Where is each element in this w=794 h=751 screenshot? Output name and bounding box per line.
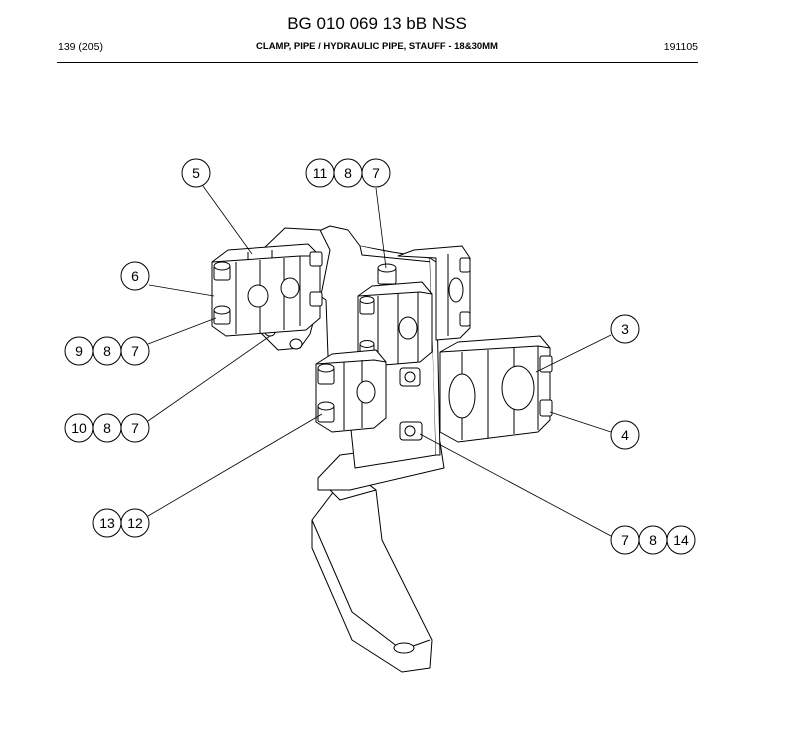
callout-label: 11	[313, 165, 328, 181]
callout-label: 7	[372, 165, 380, 181]
callout-3: 3	[610, 314, 640, 344]
plate-bolts	[399, 367, 423, 441]
callout-13-12: 13 12	[92, 508, 150, 538]
clamp-middle	[357, 263, 433, 367]
document-date: 191105	[663, 41, 698, 53]
clamp-lower-left	[315, 349, 387, 433]
callout-label: 12	[127, 515, 143, 531]
callout-7-8-14: 7 8 14	[610, 525, 696, 555]
callout-label: 5	[192, 165, 200, 181]
callout-label: 14	[673, 532, 689, 548]
document-title: BG 010 069 13 bB NSS	[287, 14, 467, 33]
callout-5: 5	[181, 158, 211, 188]
callout-10-8-7: 10 8 7	[64, 413, 150, 443]
callout-label: 6	[131, 268, 139, 284]
clamp-upper-left	[211, 243, 323, 337]
callout-6: 6	[120, 261, 150, 291]
callout-label: 10	[71, 420, 87, 436]
callout-label: 8	[344, 165, 352, 181]
callout-label: 9	[75, 343, 83, 359]
callout-label: 7	[131, 343, 139, 359]
callout-label: 8	[649, 532, 657, 548]
callout-label: 7	[131, 420, 139, 436]
leader-lines	[147, 185, 612, 537]
page-number: 139 (205)	[58, 41, 103, 53]
callout-11-8-7: 11 8 7	[305, 158, 391, 188]
header-rule	[57, 62, 698, 63]
clamp-large	[439, 335, 553, 443]
callout-label: 8	[103, 343, 111, 359]
callout-9-8-7: 9 8 7	[64, 336, 150, 366]
callout-label: 13	[99, 515, 115, 531]
clamp-upper-right	[397, 245, 471, 341]
callout-4: 4	[610, 420, 640, 450]
callout-label: 3	[621, 321, 629, 337]
callout-label: 7	[621, 532, 629, 548]
callout-label: 4	[621, 427, 629, 443]
part-description: CLAMP, PIPE / HYDRAULIC PIPE, STAUFF - 1…	[256, 41, 498, 52]
callout-label: 8	[103, 420, 111, 436]
